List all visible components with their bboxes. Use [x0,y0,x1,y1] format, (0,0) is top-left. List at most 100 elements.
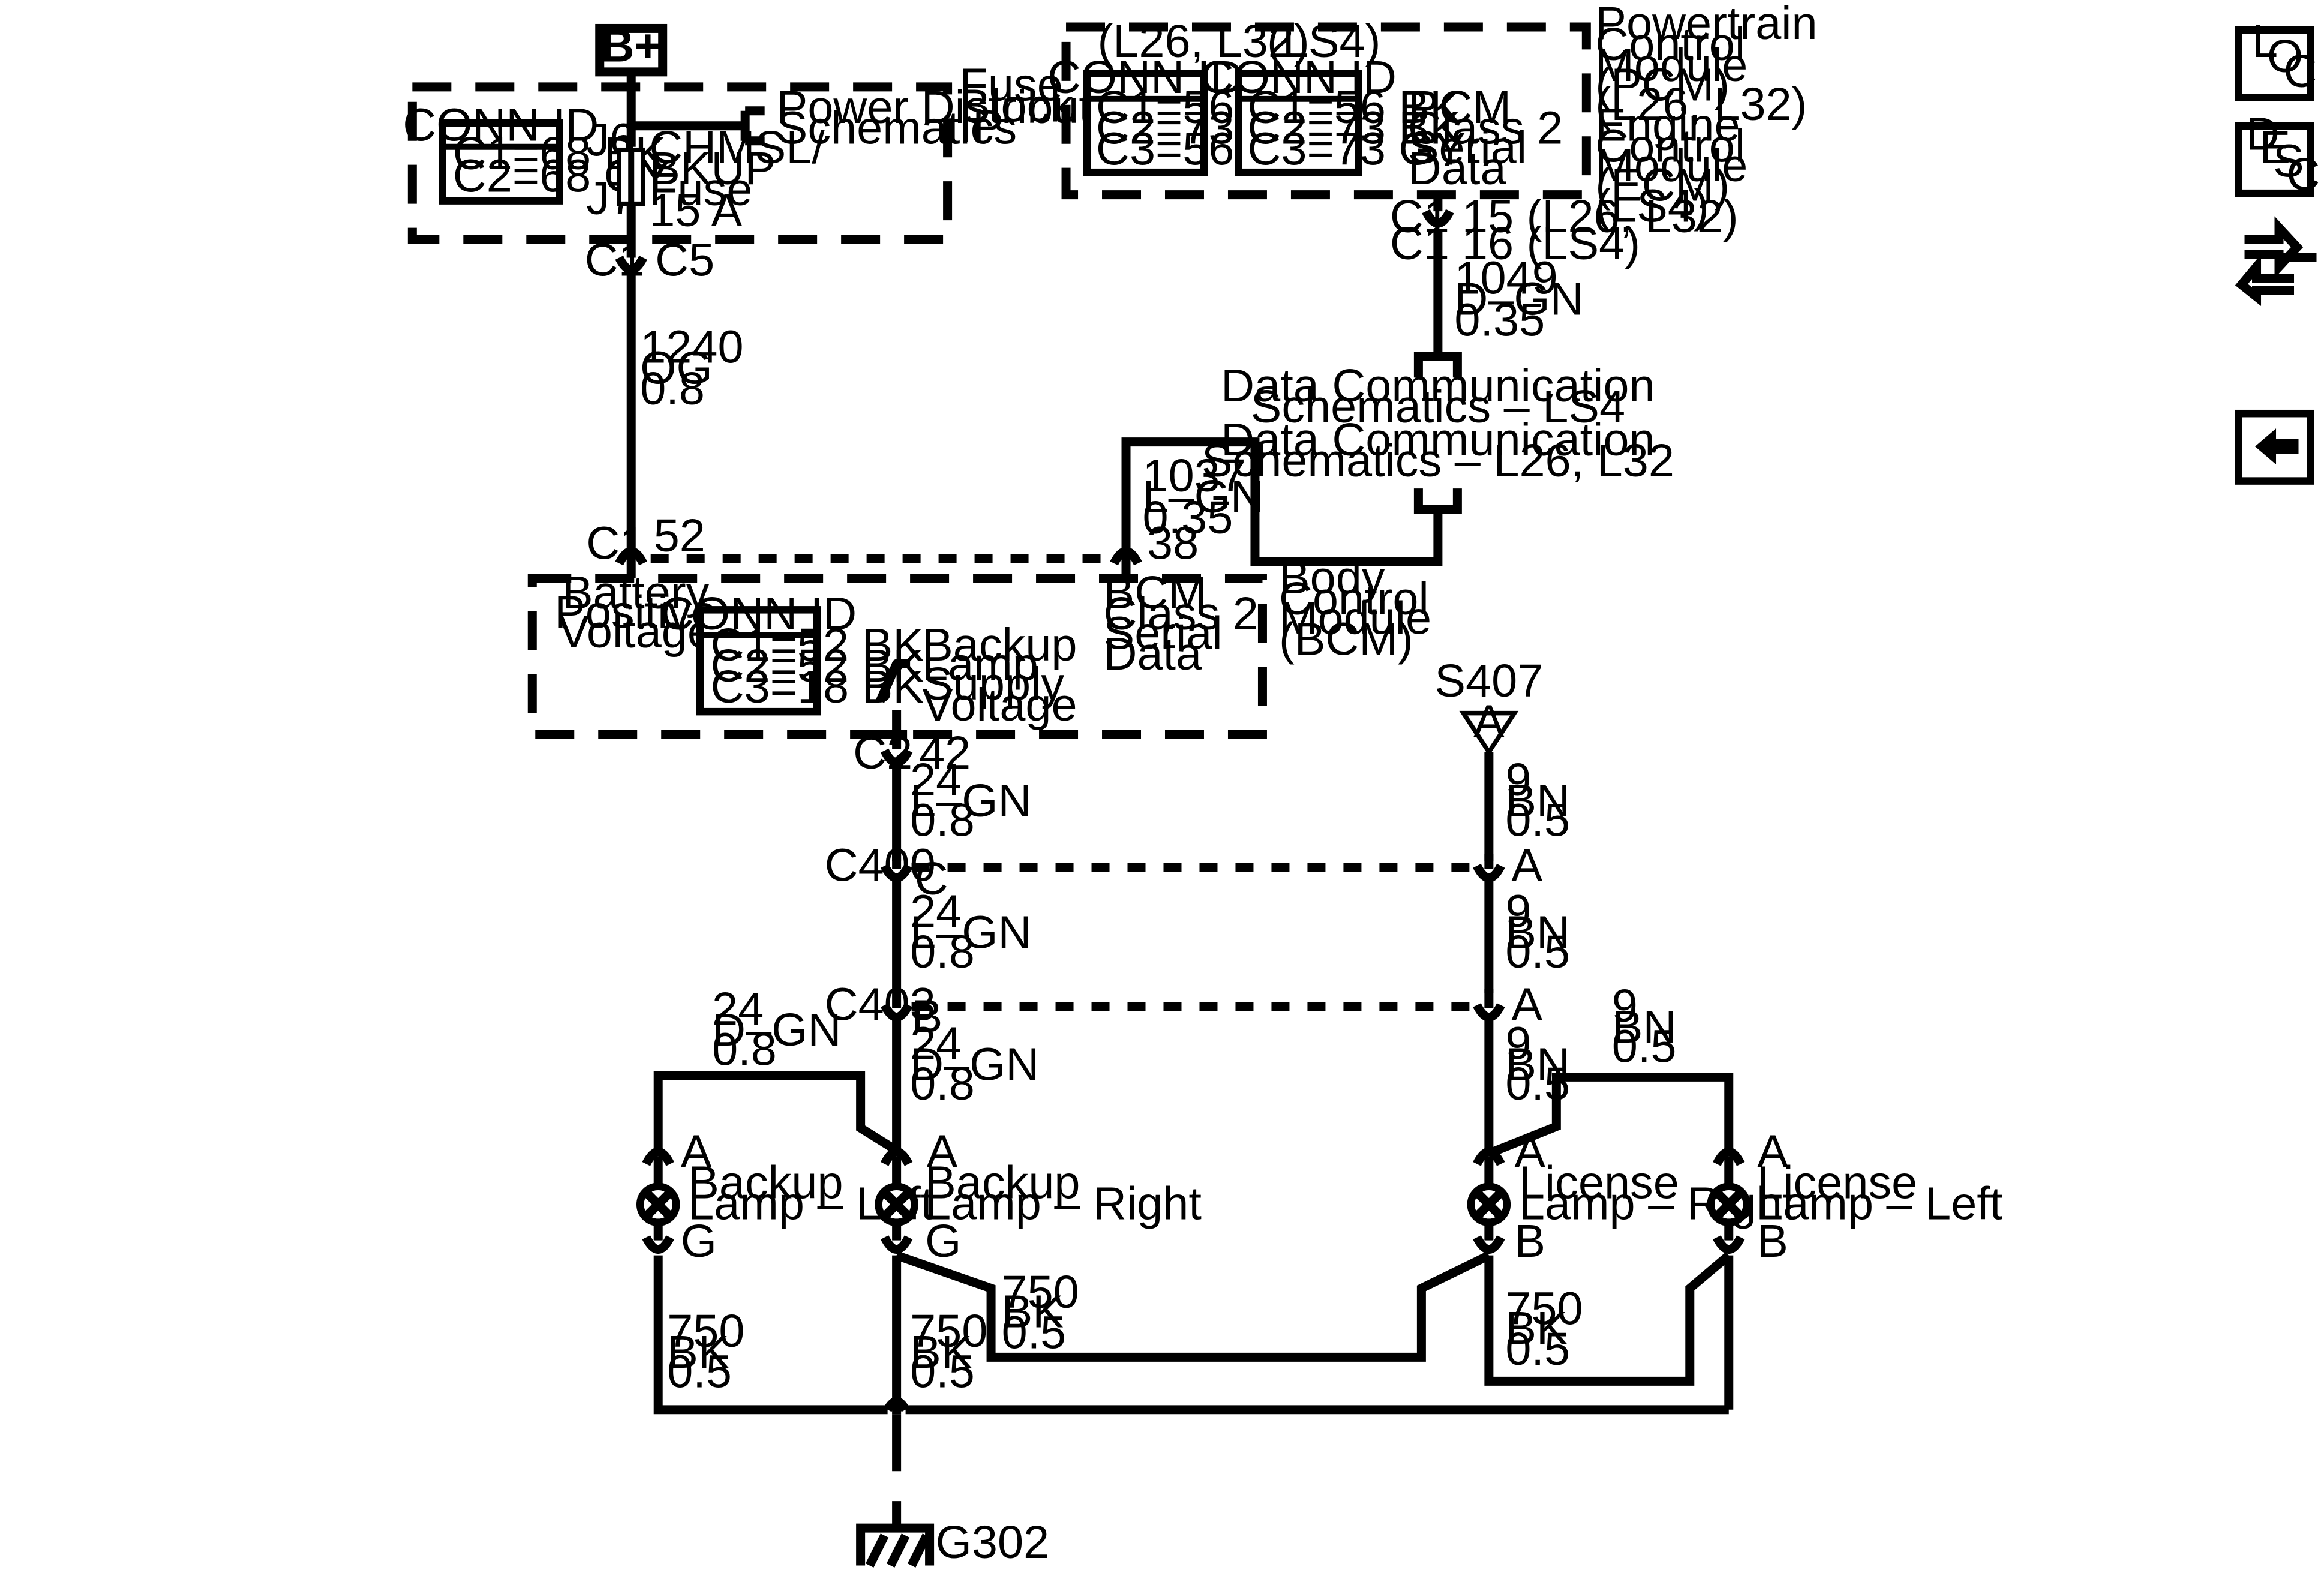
wire-750-d-0: 750 [1505,1283,1583,1335]
wire-9-d-1: BN [1612,1001,1677,1053]
bcm-conn-id-table: CONN ID C1=52 BK C2=52 BK C3=18 BK [660,588,924,716]
data-comm-ls4-0[interactable]: Data Communication [1221,360,1655,412]
back-button[interactable] [2235,409,2314,485]
loc-letter-c: C [2284,46,2317,97]
license-left-top-pin: A [1757,1125,1788,1177]
wire-9-a-1: BN [1505,775,1570,827]
backup-lamp-right: A Backup Lamp – Right G [875,1125,1202,1267]
wire-750-c-2: 0.5 [1002,1307,1067,1358]
wire-24-a-1: L–GN [910,775,1031,827]
pcm-b-conn-id-0: C1=56 BK [1247,82,1460,133]
wire-750-a-1: BK [667,1326,729,1378]
pcm-b-conn-id-2: C3=73 GY [1247,124,1466,175]
wire-24-b-1: L–GN [910,907,1031,959]
fuse-block-ip: Fuse Block – IP CONN ID C1=68 BK C2=68 G… [403,59,1154,258]
bcm-serial-3: Data [1104,628,1203,680]
wire-24-c-0: 24 [712,983,764,1035]
wire-24-b-2: 0.8 [910,926,975,978]
fuse-label-3: 15 A [649,185,742,236]
bcm-battery-2: Voltage [558,606,713,658]
fuse-block-label-0: Fuse [960,59,1063,110]
pcm-pin-a-text: 15 (L26, L32) [1462,191,1739,242]
wire-750-d-2: 0.5 [1505,1323,1570,1375]
bcm-label-1: Control [1279,573,1429,625]
desc-letter-e: E [2260,122,2291,173]
back-arrow-icon [2255,428,2299,465]
wire-750-a-0: 750 [667,1305,744,1357]
bcm-conn-id-0: C1=52 BK [711,619,924,671]
splice-s407: S407 A [1434,655,1543,757]
wire-9-d-0: 9 [1612,980,1638,1032]
data-comm-ls4-1[interactable]: Schematics – LS4 [1251,381,1625,433]
wire-1049-1: D–GN [1454,273,1583,325]
wire-1049-0: 1049 [1454,252,1557,304]
pcm-label-8: (ECM) [1595,160,1730,211]
c403-left-pin: B [912,991,943,1043]
pcm-label-5: Engine [1595,100,1740,151]
desc-letter-d: D [2246,109,2280,160]
wire-750-b-0: 750 [910,1305,987,1357]
wire-1240-2: 0.8 [640,363,705,415]
power-distribution-1[interactable]: Schematics [777,103,1017,154]
license-right-bottom-pin: B [1514,1215,1545,1267]
fuse-label-1: BKUP [649,143,776,194]
wire-750-a-2: 0.5 [667,1346,732,1397]
pcm-pin-b-text: 16 (LS4) [1462,218,1640,269]
wire-9-b-1: BN [1505,907,1570,959]
pcm-variant-b: (LS4) [1267,16,1380,67]
wire-9-c-0: 9 [1505,1018,1531,1070]
data-comm-ls4-ref[interactable]: Data Communication Schematics – LS4 [1221,352,1655,433]
license-right-name-1: Lamp – Right [1519,1178,1795,1230]
pcm-conn-id-table-a: CONN ID C1=56 BU C2=73 BK C3=56 GY [1047,52,1314,176]
bcm-serial-0: BCM [1104,567,1207,619]
pcm-serial-2: Serial [1408,122,1527,173]
fuse-conn-id-title: CONN ID [403,100,599,151]
connector-view-icon[interactable] [2235,216,2317,307]
backup-lamp-switch-icon [876,659,911,749]
wire-750-b-2: 0.5 [910,1346,975,1397]
fuse-conn-c5: C5 [655,235,714,286]
backup-right-name-1: Lamp – Right [925,1178,1202,1230]
data-comm-l26-ref[interactable]: Data Communication Schematics – L26, L32 [1202,414,1674,514]
wire-1037-2: 0.35 [1143,492,1233,544]
wire-1037-0: 1037 [1143,450,1246,502]
wire-24-d-1: D–GN [910,1038,1039,1090]
bcm-label-2: Module [1279,592,1431,644]
pcm-label-4: (L26, L32) [1595,79,1807,130]
loc-button[interactable]: L O C [2235,16,2317,101]
wire-9-b-0: 9 [1505,886,1531,938]
pcm-label-7: Module [1595,140,1747,191]
data-comm-l26-0[interactable]: Data Communication [1221,414,1655,466]
fuse-block-label-2: IP [960,101,1004,152]
desc-letter-s: S [2273,136,2304,187]
pcm-label-9: (LS4) [1595,181,1709,232]
wire-1049-2: 0.35 [1454,294,1545,346]
data-comm-l26-1[interactable]: Schematics – L26, L32 [1202,435,1674,487]
bcm-pin-38: 38 [1147,517,1199,569]
desc-button[interactable]: D E S C [2235,109,2320,200]
wire-24-b-0: 24 [910,886,962,938]
pcm-connector-c1: C1 15 (L26, L32) C1 16 (LS4) [1390,191,1739,269]
pcm-label-0: Powertrain [1595,0,1817,49]
license-left-name-0: License [1757,1157,1917,1209]
body-control-module: Body Control Module (BCM) Battery Positi… [527,552,1431,749]
fuse-connector-c1-c5: C1 C5 [585,235,715,286]
license-right-name-0: License [1519,1157,1679,1209]
bcm-serial-2: Serial [1104,607,1223,659]
ground-label: G302 [936,1517,1050,1568]
bcm-c1-label: C1 [586,517,645,569]
pcm-variant-a: (L26, L32) [1098,16,1310,67]
wire-750-c-1: BK [1002,1286,1064,1337]
bcm-pin-42: 42 [919,727,971,779]
powertrain-control-module: Powertrain Control Module (PCM) (L26, L3… [1047,0,1818,232]
backup-supply-2: Supply [922,658,1064,710]
bcm-battery-1: Positive [554,586,717,638]
backup-right-name-0: Backup [925,1157,1080,1209]
splice-letter: A [1473,696,1505,748]
bcm-conn-id-title: CONN ID [660,588,857,640]
connector-c400: C400 C A [825,839,1543,904]
pcm-b-conn-id-1: C2=73 BK [1247,103,1460,154]
pcm-label-3: (PCM) [1595,59,1730,110]
license-right-top-pin: A [1514,1125,1545,1177]
pcm-serial-3: Data [1408,143,1507,194]
